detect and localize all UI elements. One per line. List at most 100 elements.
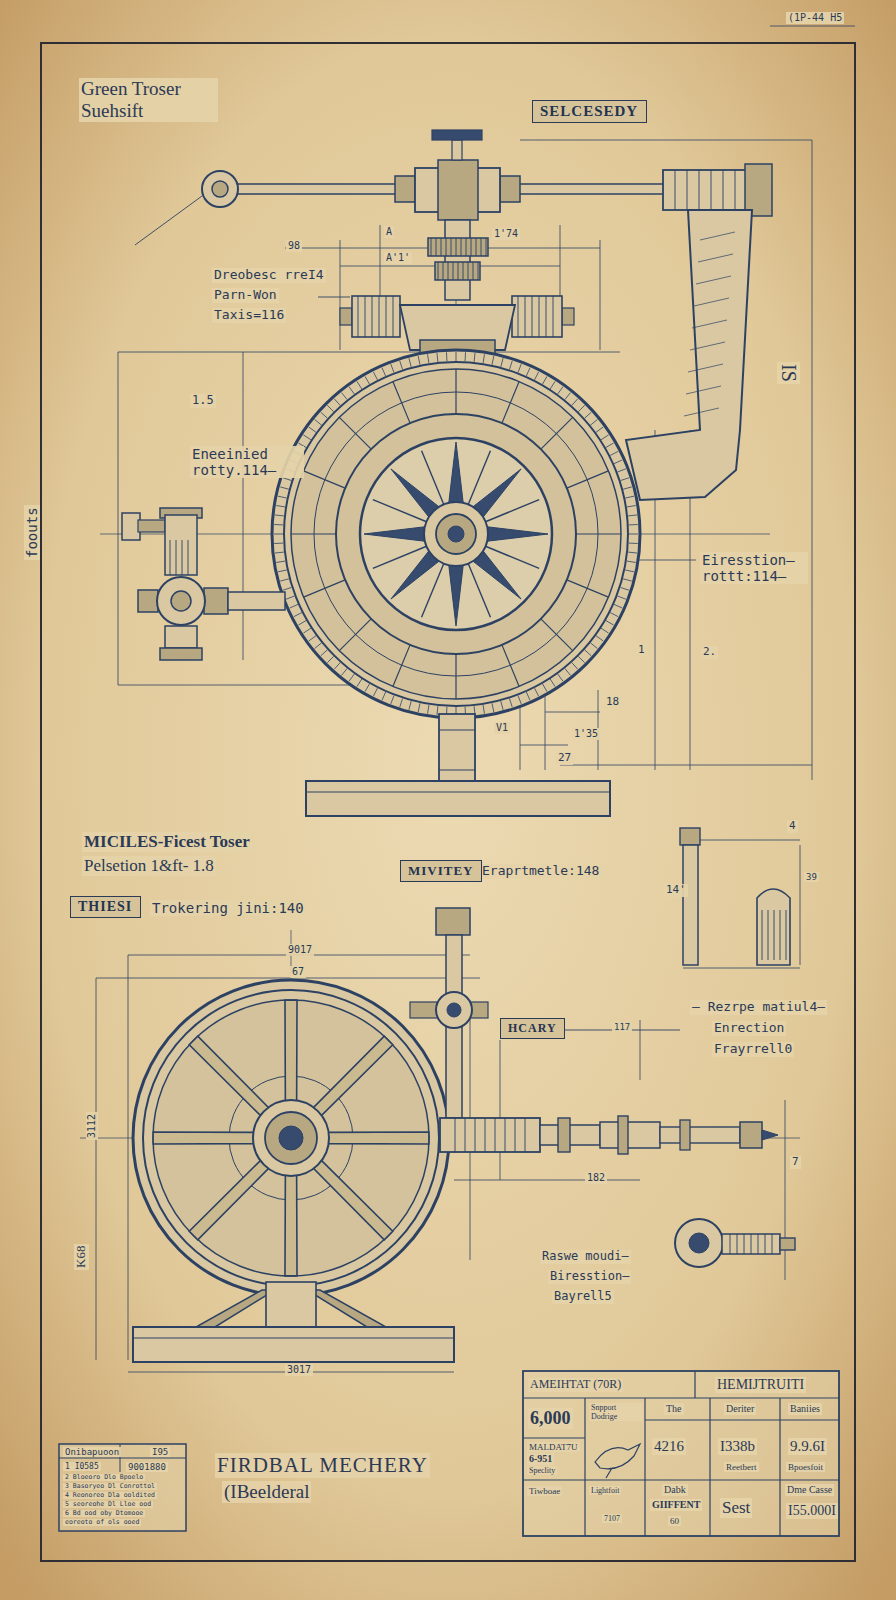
rim-tick (572, 399, 578, 406)
ring-divider (502, 382, 519, 424)
rib-line (358, 296, 359, 337)
feed-pipe (228, 592, 285, 610)
rim-tick (565, 393, 571, 400)
table-rule (644, 1398, 645, 1536)
rim-tick (606, 443, 614, 448)
corner-rule (770, 26, 855, 27)
blueprint-label: MALDAT7U (527, 1442, 580, 1452)
band-hatch (686, 386, 721, 394)
blueprint-label: Speclity (527, 1466, 557, 1475)
rim-tick (276, 561, 285, 562)
rib-line (456, 238, 457, 256)
rim-tick (349, 674, 354, 681)
rib-line (675, 170, 676, 210)
rib-line (431, 238, 432, 256)
blueprint-label: 2. (701, 646, 718, 659)
side-cylinder (352, 296, 400, 337)
knob-stem (452, 140, 462, 160)
blueprint-label: V1 (494, 722, 510, 734)
rim-tick (558, 387, 563, 394)
rim-tick (365, 376, 370, 384)
blueprint-label: MICILES-Ficest Toser (82, 832, 252, 852)
rib-line (386, 296, 387, 337)
blueprint-label: 5 seoreohe Dl Lloe ood (63, 1501, 153, 1508)
rim-tick (483, 705, 484, 714)
rim-tick (382, 368, 386, 376)
ring-divider (455, 654, 456, 699)
band-hatch (684, 408, 719, 416)
blueprint-label: The (664, 1403, 684, 1415)
rim-tick (428, 354, 429, 363)
rim-tick (303, 628, 311, 633)
rim-tick (341, 393, 347, 400)
rim-tick (565, 668, 571, 675)
blueprint-label: 18 (604, 696, 621, 709)
rim-tick (590, 643, 597, 649)
ring-divider (291, 533, 336, 534)
rib-line (525, 1118, 526, 1152)
blueprint-label: 7107 (602, 1514, 622, 1523)
rib-line (465, 1118, 466, 1152)
rim-tick (543, 376, 548, 384)
rib-line (443, 262, 444, 280)
table-rule (709, 1398, 710, 1536)
dimension-line (128, 955, 129, 1360)
dimension-line (545, 712, 600, 713)
rib-line (481, 238, 482, 256)
rib-line (476, 238, 477, 256)
blueprint-label: 98 (286, 240, 302, 252)
wheel-leg (307, 1290, 386, 1327)
rim-tick (278, 496, 287, 498)
heading-text: HCARY (508, 1021, 557, 1036)
table-rule (694, 1371, 695, 1398)
rib-line (786, 910, 787, 960)
minor-spoke (467, 562, 490, 617)
blueprint-label: — Rezrpe matiul4— (690, 1000, 827, 1015)
rim-tick (274, 524, 283, 525)
blueprint-label: 6 Bd ood oby Dtomooe (63, 1510, 145, 1517)
rim-tick (327, 656, 333, 662)
blueprint-label: Parn-Won (212, 288, 279, 303)
rib-line (436, 238, 437, 256)
stand-post (439, 714, 475, 786)
shaft-sleeve (600, 1122, 660, 1148)
ring-divider (455, 369, 456, 414)
minor-spoke (373, 545, 428, 568)
rim-tick (614, 604, 622, 608)
rim-tick (391, 364, 394, 372)
band-hatch (698, 254, 733, 262)
rim-tick (596, 427, 603, 432)
blueprint-label: 7 (790, 1156, 801, 1169)
rib-line (772, 1234, 773, 1254)
blueprint-label: 9017 (286, 944, 314, 956)
rib-line (455, 1118, 456, 1152)
table-rule (523, 1397, 839, 1398)
arm-end-hub (212, 181, 228, 197)
arm-end-wheel (202, 171, 238, 207)
rib-line (463, 262, 464, 280)
star-spoke (448, 561, 463, 626)
rim-tick (334, 399, 340, 406)
knob (432, 130, 482, 140)
boxed-heading: MIVITEY (400, 860, 482, 882)
dimension-line (520, 745, 568, 746)
rib-line (768, 910, 769, 960)
lens-barrel (722, 1234, 780, 1254)
rib-line (446, 238, 447, 256)
ring-divider (567, 580, 609, 597)
rim-tick (309, 427, 316, 432)
rim-tick (400, 699, 403, 708)
band-hatch (692, 320, 727, 328)
blueprint-label: 182 (585, 1172, 607, 1184)
table-rule (523, 1438, 585, 1439)
rim-tick (535, 372, 539, 380)
pedestal (266, 1282, 316, 1327)
rim-tick (501, 358, 503, 367)
rib-line (466, 238, 467, 256)
rib-line (687, 170, 688, 210)
detail-block (757, 889, 790, 965)
blueprint-label: 4 (787, 820, 798, 833)
rim-tick (618, 469, 626, 472)
blueprint-label: 2 Bloeoro Dlo Bpoelo (63, 1474, 145, 1481)
rib-line (532, 296, 533, 337)
